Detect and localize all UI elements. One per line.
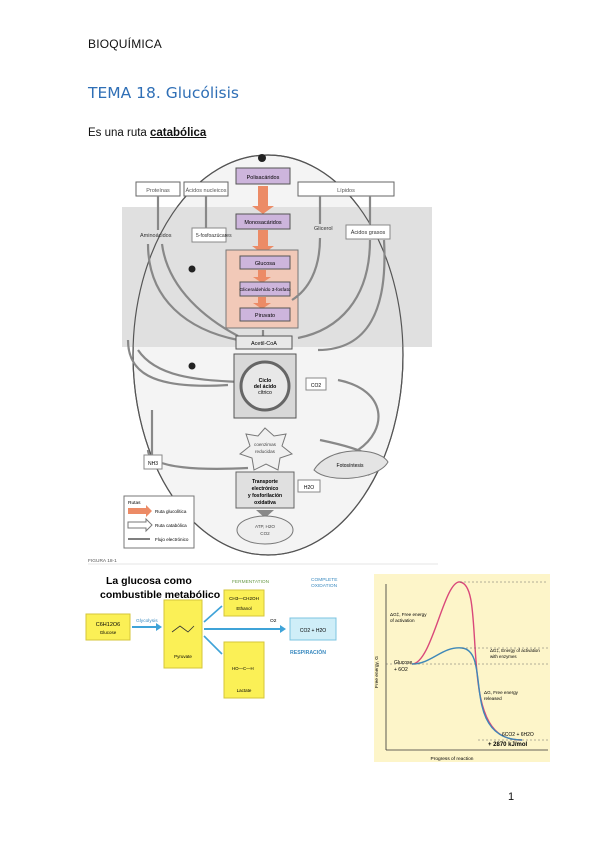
stage-2-marker [188, 265, 196, 273]
svg-text:HO—C—H: HO—C—H [232, 666, 254, 671]
box-polysaccharides [235, 167, 291, 185]
krebs-cycle [239, 360, 291, 412]
svg-text:y fosforilación: y fosforilación [248, 493, 282, 499]
page-number: 1 [508, 791, 515, 803]
arrow-glycolytic-2 [258, 230, 268, 248]
label-fatty-acids: Ácidos grasos [351, 229, 386, 236]
box-monosaccharides [235, 213, 291, 230]
atp-product [236, 515, 294, 545]
fig3-products-2: + 2870 kJ/mol [488, 742, 528, 748]
glucose-fuel-figure: La glucosa como combustible metabólico F… [85, 575, 338, 699]
fig3-catalyzed-curve [411, 647, 523, 741]
energy-diagram-figure: Free energy, G ΔG‡, Free energy of activ… [374, 574, 550, 762]
metabolism-overview-figure: Proteínas Ácidos nucleicos Lípidos Polis… [88, 154, 438, 565]
label-carriers: coenzimas [254, 442, 277, 447]
svg-text:electrónico: electrónico [252, 486, 279, 492]
box-electron-transport [235, 471, 295, 509]
fig2-ethanol-box [223, 589, 265, 617]
fig3-panel [374, 574, 550, 762]
label-glucose: Glucosa [255, 261, 276, 267]
fig2-complete-oxidation-2: OXIDATION [311, 583, 338, 589]
fig2-title-1: La glucosa como [106, 575, 192, 587]
label-krebs-2: del ácido [254, 384, 277, 390]
label-nucleic-acids: Ácidos nucleicos [186, 187, 227, 194]
fig3-uncatalyzed-curve [411, 581, 523, 741]
fig2-pyruvate: Pyruvate [174, 654, 192, 659]
fig2-o2: O2 [270, 618, 277, 624]
fig2-products: CO2 + H2O [300, 628, 326, 634]
svg-text:ATP, H2O: ATP, H2O [255, 524, 275, 529]
fig2-title-2: combustible metabólico [100, 589, 220, 601]
arrow-glycolytic-1 [258, 186, 268, 208]
label-monosaccharides: Monosacáridos [244, 220, 282, 226]
label-glycerol: Glicerol [314, 226, 333, 232]
stage-1-marker [258, 154, 266, 162]
label-lipids: Lípidos [337, 188, 355, 194]
fig2-glycolysis: Glycolysis [136, 618, 158, 624]
box-lipids [297, 181, 395, 197]
fig3-reactant-1: Glucose [394, 660, 413, 666]
legend-item-0: Ruta glucolítica [155, 509, 187, 514]
legend-catabolic-arrow [127, 517, 153, 533]
legend-item-1: Ruta catabólica [155, 523, 187, 528]
label-acetylcoa: Acetil-CoA [251, 341, 277, 347]
fig2-complete-oxidation-1: COMPLETE [311, 577, 337, 583]
fig2-glucose-box [85, 613, 131, 641]
label-polysaccharides: Polisacáridos [247, 175, 280, 181]
fig3-activation-cat-2: with enzymes [490, 654, 517, 659]
svg-text:CO2: CO2 [260, 531, 270, 536]
electron-carriers-burst [238, 427, 294, 471]
label-nucleotides: 5-fosfoazúcares [196, 233, 232, 239]
fig2-pyruvate-box [163, 599, 203, 669]
intro-keyword: catabólica [150, 127, 207, 139]
fig3-activation-uncat-2: of activation [390, 618, 415, 623]
fig2-glucose-formula: C6H12O6 [96, 622, 120, 628]
fig3-activation-cat-1: ΔG‡, Energy of activation [490, 648, 540, 653]
label-pyruvate: Piruvato [255, 313, 275, 319]
svg-text:oxidativa: oxidativa [254, 500, 276, 506]
fig2-products-box [289, 617, 337, 641]
svg-text:Transporte: Transporte [252, 479, 278, 485]
fig2-respiracion: RESPIRACIÓN [290, 648, 326, 656]
fig3-released-2: released [484, 696, 502, 701]
legend-title: Rutas [128, 500, 141, 506]
box-glucose [239, 255, 291, 270]
svg-text:reducidas: reducidas [255, 449, 276, 454]
fig3-x-axis: Progress of reaction [431, 756, 474, 762]
fig3-released-1: ΔG, Free energy [484, 690, 519, 695]
fig2-lactate-box [223, 641, 265, 699]
fig3-activation-uncat-1: ΔG‡, Free energy [390, 612, 427, 617]
fig3-reactant-2: + 6O2 [394, 667, 408, 673]
fig2-ethanol-formula: CH3—CH2OH [229, 596, 259, 601]
box-acetylcoa [235, 335, 293, 350]
label-nh3: NH3 [148, 461, 158, 467]
page-title: TEMA 18. Glucólisis [88, 84, 239, 102]
label-amino-acids: Aminoácidos [140, 233, 172, 239]
figure1-caption: FIGURA 18-1 [88, 558, 117, 564]
label-krebs-3: cítrico [258, 390, 272, 396]
stage-3-marker [188, 362, 196, 370]
intro-sentence: Es una ruta catabólica [88, 127, 206, 139]
fig2-lactate: Lactate [237, 688, 252, 693]
label-photosynthesis: Fotosíntesis [337, 463, 364, 469]
box-pyruvate [239, 307, 291, 322]
legend-item-2: Flujo electrónico [155, 537, 189, 542]
header-subject: BIOQUÍMICA [88, 37, 163, 51]
label-proteins: Proteínas [146, 188, 170, 194]
label-krebs-1: Ciclo [259, 378, 272, 384]
intro-prefix: Es una ruta [88, 127, 151, 139]
label-co2: CO2 [311, 383, 322, 389]
label-glyceraldehyde: Gliceraldehído 3-fosfato [240, 287, 291, 293]
fig3-y-axis: Free energy, G [374, 656, 380, 688]
box-glyceraldehyde [239, 281, 291, 297]
fig2-glucose-label: Glucose [100, 630, 117, 635]
fig3-products-1: 6CO2 + 6H2O [502, 732, 534, 738]
photosynthesis-leaf [313, 450, 389, 479]
legend-glycolytic-arrow [128, 505, 152, 517]
fig2-ethanol: Ethanol [236, 606, 251, 611]
label-h2o: H2O [304, 485, 314, 491]
fig2-fermentation: FERMENTATION [232, 579, 270, 585]
